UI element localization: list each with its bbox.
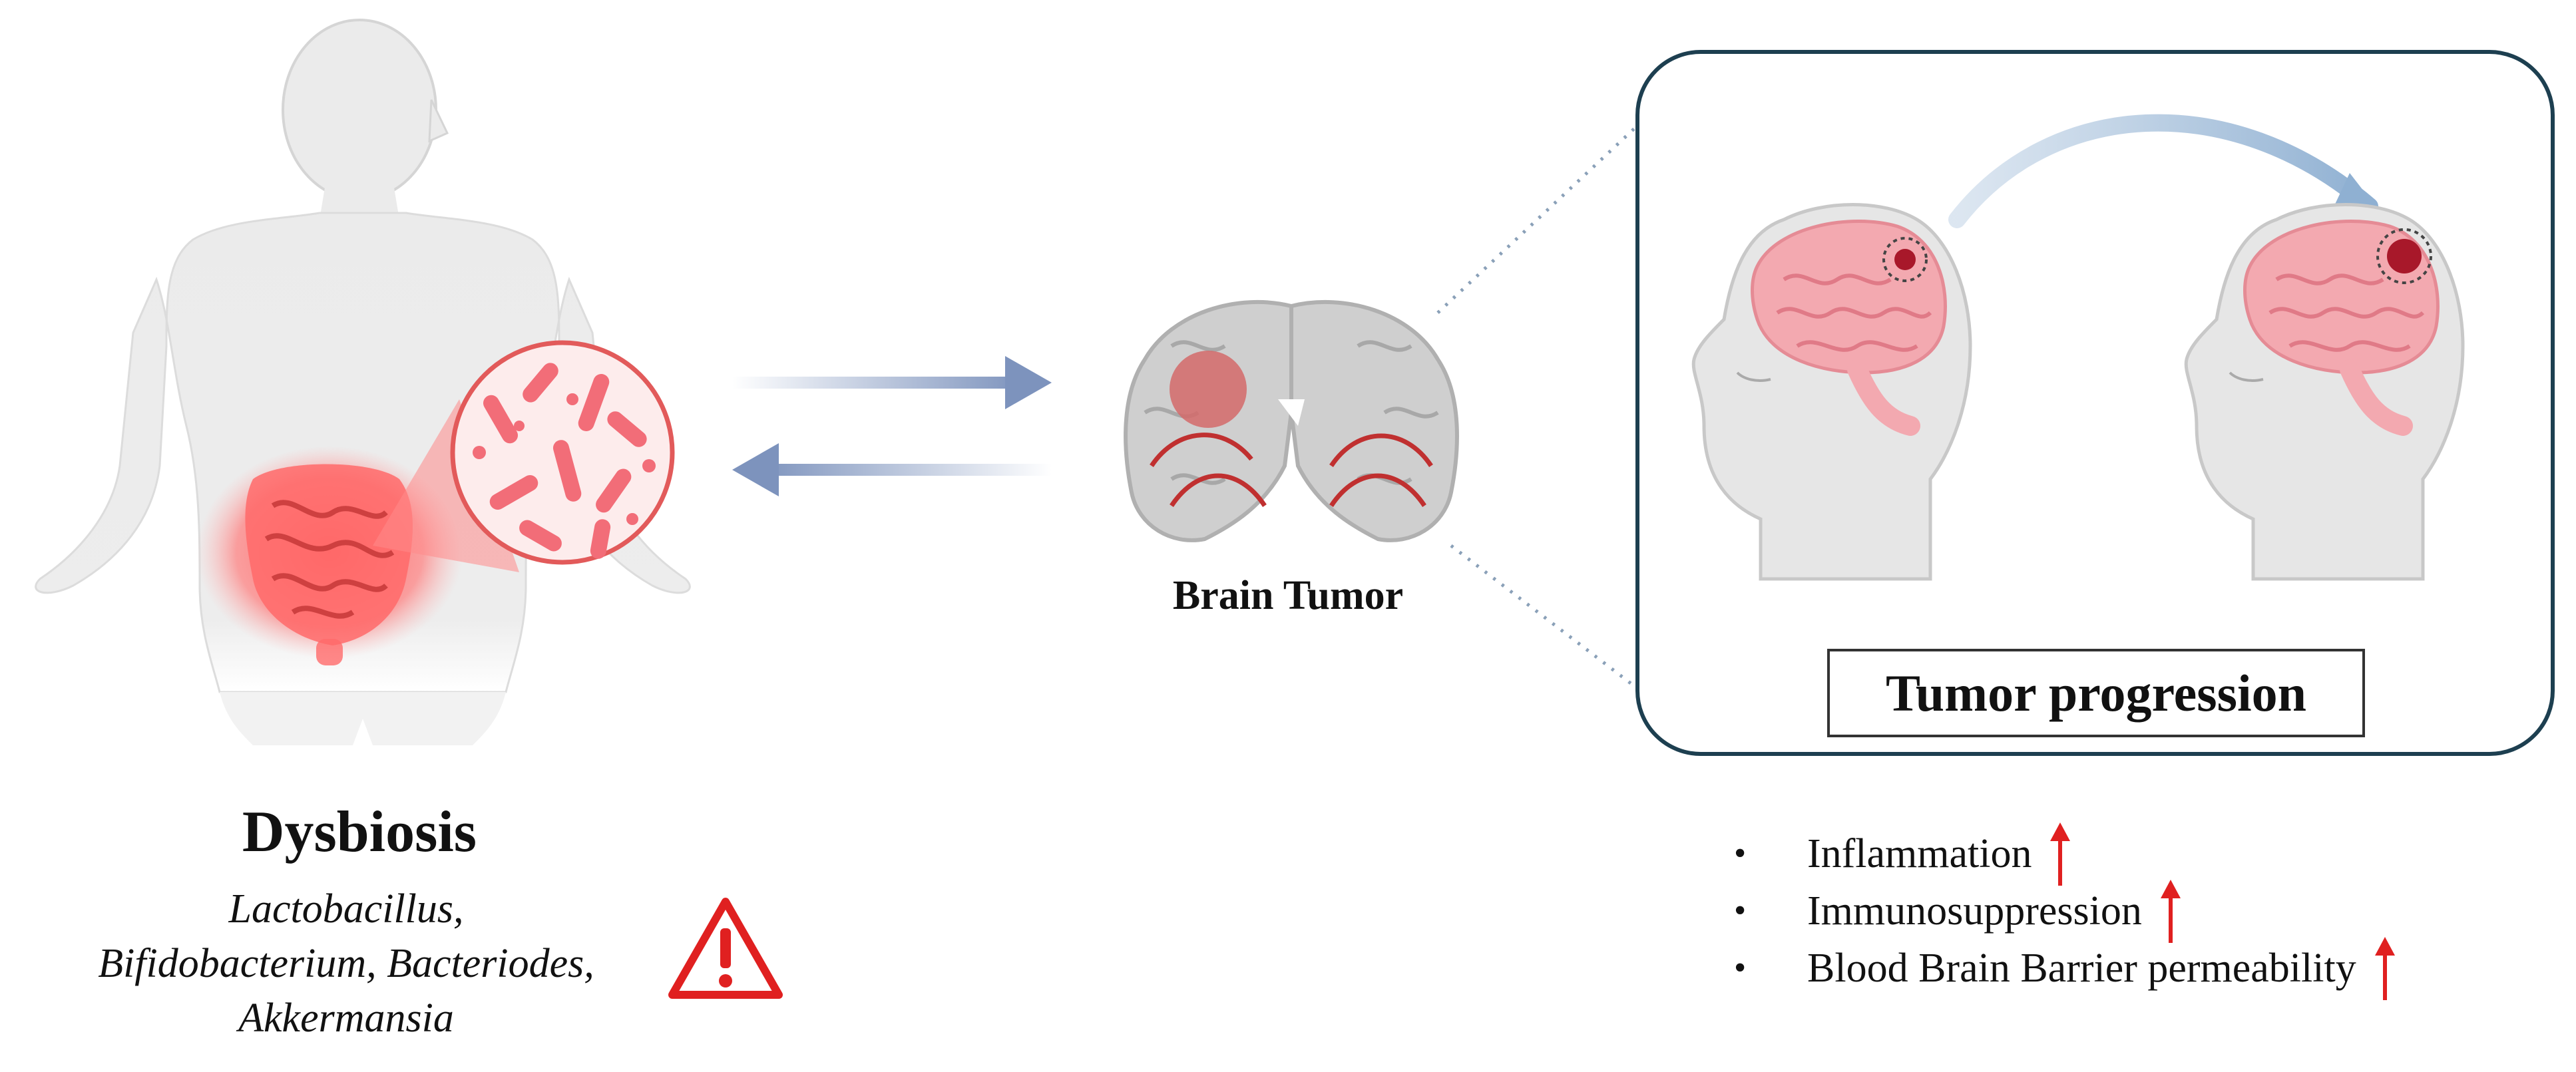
bullet-icon: • <box>1734 892 1747 930</box>
bullet-icon: • <box>1734 834 1747 872</box>
zoom-line-top <box>1436 112 1652 314</box>
arrow-to-brain <box>732 356 1052 409</box>
bacteria-line: Bifidobacterium, Bacteriodes, <box>98 941 594 986</box>
effect-text: Blood Brain Barrier permeability <box>1807 946 2356 991</box>
effect-text: Immunosuppression <box>1807 888 2142 934</box>
up-arrow-icon <box>2374 936 2395 1000</box>
bacteria-magnified-circle <box>450 340 675 565</box>
arrow-to-gut <box>732 443 1052 496</box>
list-item: • Inflammation <box>1734 822 2395 886</box>
tumor-progression-label: Tumor progression <box>1885 663 2307 722</box>
bacteria-line: Lactobacillus, <box>228 886 464 932</box>
head-advanced-tumor <box>2184 203 2465 581</box>
brain-tumor-label: Brain Tumor <box>1172 573 1404 618</box>
up-arrow-icon <box>2050 822 2071 886</box>
warning-triangle-icon <box>668 898 783 999</box>
brain-cross-section <box>1124 300 1459 542</box>
intestine-inflammation <box>196 446 463 665</box>
zoom-line-bottom <box>1450 544 1652 700</box>
dysbiosis-title: Dysbiosis <box>242 800 477 864</box>
head-early-tumor <box>1691 203 1972 581</box>
bullet-icon: • <box>1734 949 1747 987</box>
up-arrow-icon <box>2160 879 2181 943</box>
list-item: • Immunosuppression <box>1734 879 2395 943</box>
effect-text: Inflammation <box>1807 831 2032 876</box>
effects-list: • Inflammation • Immunosuppression • Blo… <box>1734 822 2395 1000</box>
list-item: • Blood Brain Barrier permeability <box>1734 936 2395 1000</box>
bacteria-list: Lactobacillus, Bifidobacterium, Bacterio… <box>53 882 639 1045</box>
bacteria-line: Akkermansia <box>238 995 454 1041</box>
tumor-progression-box: Tumor progression <box>1827 649 2365 737</box>
